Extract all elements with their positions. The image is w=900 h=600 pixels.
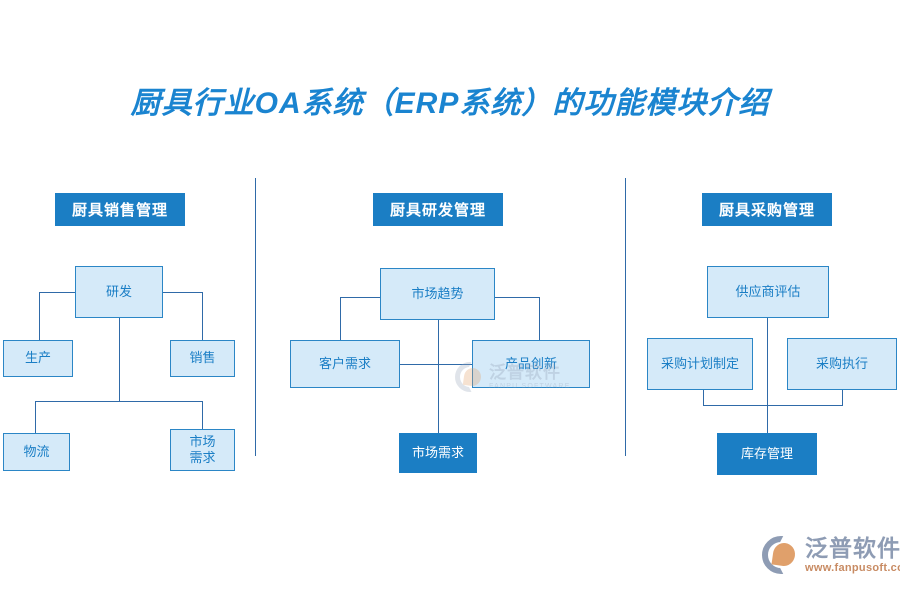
node-c2-customer-demand[interactable]: 客户需求 [290, 340, 400, 388]
node-c1-market-demand-line2: 需求 [189, 450, 216, 465]
node-c1-market-demand[interactable]: 市场 需求 [170, 429, 235, 471]
connector-c1-right-v [202, 292, 203, 340]
fanpu-brand-icon [762, 536, 800, 574]
node-c3-purchase-plan[interactable]: 采购计划制定 [647, 338, 753, 390]
connector-c2-right-v [539, 297, 540, 340]
connector-c1-left-v [39, 292, 40, 340]
logo-name-cn: 泛普软件 [805, 534, 900, 561]
connector-c2-left-v [340, 297, 341, 340]
node-c2-root[interactable]: 市场趋势 [380, 268, 495, 320]
connector-c2-right-h [495, 297, 540, 298]
connector-c1-bottom-right-v [202, 401, 203, 429]
connector-c2-root-down [438, 320, 439, 433]
connector-c1-right-h [163, 292, 203, 293]
section-header-sales: 厨具销售管理 [55, 193, 185, 226]
brand-logo: 泛普软件 www.fanpusoft.com [762, 536, 900, 574]
connector-c2-left-h [340, 297, 385, 298]
column-divider-2 [625, 178, 626, 456]
node-c1-root[interactable]: 研发 [75, 266, 163, 318]
node-c3-purchase-execution[interactable]: 采购执行 [787, 338, 897, 390]
node-c1-production[interactable]: 生产 [3, 340, 73, 377]
logo-website: www.fanpusoft.com [805, 561, 900, 574]
connector-c3-root-down [767, 318, 768, 434]
section-header-purchase: 厨具采购管理 [702, 193, 832, 226]
connector-c3-right-v [842, 390, 843, 406]
node-c2-market-demand[interactable]: 市场需求 [399, 433, 477, 473]
connector-c2-mid-link [400, 364, 472, 365]
connector-c3-left-v [703, 390, 704, 406]
node-c3-root[interactable]: 供应商评估 [707, 266, 829, 318]
connector-c1-root-down [119, 318, 120, 401]
node-c2-product-innovation[interactable]: 产品创新 [472, 340, 590, 388]
connector-c1-bottom-bus [35, 401, 203, 402]
section-header-rnd: 厨具研发管理 [373, 193, 503, 226]
node-c1-logistics[interactable]: 物流 [3, 433, 70, 471]
node-c1-sales[interactable]: 销售 [170, 340, 235, 377]
connector-c1-bottom-left-v [35, 401, 36, 433]
node-c3-inventory[interactable]: 库存管理 [717, 433, 817, 475]
page-title: 厨具行业OA系统（ERP系统）的功能模块介绍 [130, 87, 770, 120]
node-c1-market-demand-line1: 市场 [189, 433, 216, 449]
column-divider-1 [255, 178, 256, 456]
connector-c3-bottom-bus [703, 405, 843, 406]
connector-c1-left-h [39, 292, 76, 293]
